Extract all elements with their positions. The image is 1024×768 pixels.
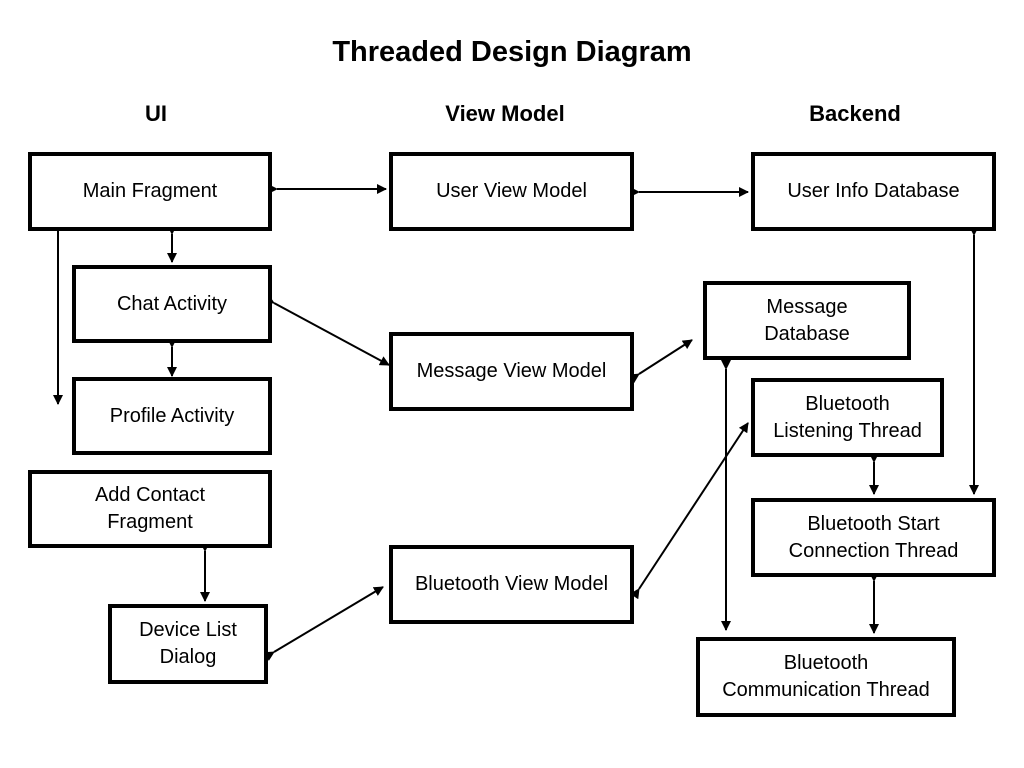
- node-main-fragment: Main Fragment: [28, 152, 272, 231]
- arrow-message-view-model-message-database: [628, 339, 693, 384]
- arrow-bluetooth-view-model-bluetooth-listening-thread: [629, 422, 749, 600]
- arrow-device-list-dialog-bluetooth-view-model: [263, 586, 384, 661]
- node-bluetooth-view-model: Bluetooth View Model: [389, 545, 634, 624]
- node-message-database: Message Database: [703, 281, 911, 360]
- column-header-ui: UI: [145, 101, 167, 126]
- node-bluetooth-listening-thread: Bluetooth Listening Thread: [751, 378, 944, 457]
- node-bluetooth-start-connection-thread: Bluetooth Start Connection Thread: [751, 498, 996, 577]
- diagram-title: Threaded Design Diagram: [332, 36, 692, 68]
- column-header-backend: Backend: [809, 101, 901, 126]
- node-chat-activity: Chat Activity: [72, 265, 272, 343]
- node-device-list-dialog: Device List Dialog: [108, 604, 268, 684]
- node-bluetooth-communication-thread: Bluetooth Communication Thread: [696, 637, 956, 717]
- node-user-info-database: User Info Database: [751, 152, 996, 231]
- node-profile-activity: Profile Activity: [72, 377, 272, 455]
- node-message-view-model: Message View Model: [389, 332, 634, 411]
- column-header-view-model: View Model: [445, 101, 565, 126]
- node-add-contact-fragment: Add Contact Fragment: [28, 470, 272, 548]
- arrow-chat-activity-message-view-model: [263, 294, 390, 366]
- node-user-view-model: User View Model: [389, 152, 634, 231]
